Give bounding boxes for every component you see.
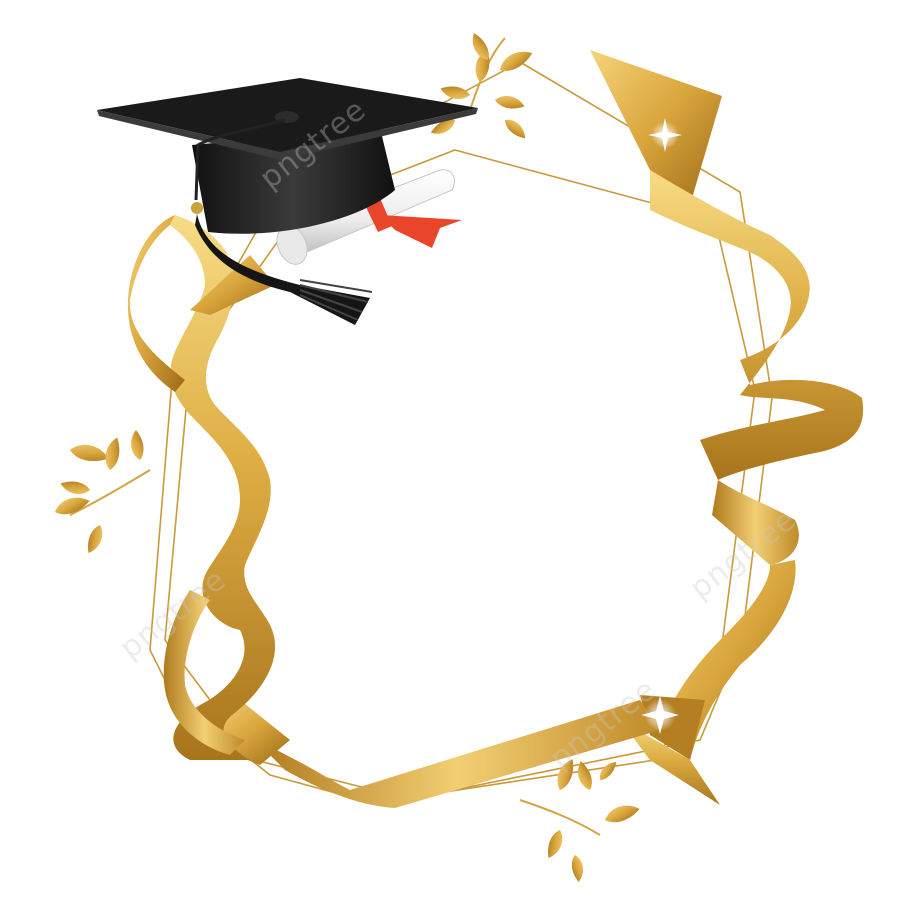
ribbon-upper-right [590,50,864,565]
graduation-cap-icon [97,78,478,325]
leaf-branch-icon [428,30,536,143]
ribbon-left [127,215,276,760]
sparkle-decorations [222,118,786,734]
ribbon-shard-upper-left [190,255,275,315]
leaf-branch-icon [519,756,642,882]
leaf-branch-icon [53,430,151,556]
